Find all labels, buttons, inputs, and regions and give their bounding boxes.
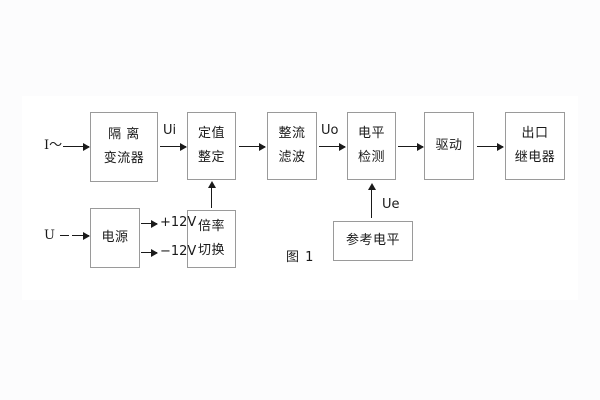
block-reference-level: 参考电平 [333,221,413,261]
block-isolation-ct-line2: 变流器 [103,151,145,166]
block-ratio-switch-line1: 倍率 [197,219,225,235]
block-power-supply: 电源 [90,208,140,268]
arrow-ratio-switch-to-setting [207,181,216,208]
block-level-detect: 电平 检测 [347,112,396,180]
arrow-rail-negative [141,249,158,257]
block-output-relay: 出口 继电器 [505,112,565,180]
arrow-level-to-drive [398,143,424,151]
figure-caption: 图 1 [286,250,315,265]
rail-negative-label: −12V [160,244,197,259]
block-level-detect-line2: 检测 [357,150,385,165]
block-drive-line1: 驱动 [435,138,463,154]
block-setting-value-line1: 定值 [197,126,225,142]
arrow-current-to-isolation [63,143,90,151]
block-rectify-filter: 整流 滤波 [267,112,317,180]
block-ratio-switch: 倍率 切换 [187,210,236,268]
block-ratio-switch-line2: 切换 [197,243,225,258]
signal-label-ui: Ui [163,123,177,138]
block-drive: 驱动 [424,112,474,180]
block-rectify-filter-line2: 滤波 [278,150,306,165]
block-rectify-filter-line1: 整流 [278,126,306,142]
current-input-label: I～ [44,138,63,153]
arrow-drive-to-output-relay [477,143,504,151]
arrow-reference-to-level-detect [367,183,376,218]
block-power-supply-line1: 电源 [101,230,129,246]
block-output-relay-line1: 出口 [521,126,549,142]
block-setting-value-line2: 整定 [197,150,225,165]
background-panel-top [0,0,600,96]
block-setting-value: 定值 整定 [187,112,236,180]
signal-label-ue: Ue [382,197,400,212]
block-level-detect-line1: 电平 [357,126,385,142]
arrow-rectify-to-level [319,143,346,151]
block-isolation-ct: 隔 离 变流器 [90,112,158,182]
background-panel-bottom [0,300,600,400]
signal-label-uo: Uo [321,123,339,138]
arrow-voltage-to-power-supply [72,232,90,240]
background-panel-right [578,0,600,400]
block-isolation-ct-line1: 隔 离 [108,127,140,143]
block-reference-level-line1: 参考电平 [345,233,400,249]
voltage-input-label: U [44,228,55,243]
dash-voltage-input [60,235,69,236]
block-output-relay-line2: 继电器 [514,150,556,165]
rail-positive-label: +12V [160,215,197,230]
arrow-rail-positive [141,220,158,228]
arrow-isolation-to-setting [160,143,187,151]
arrow-setting-to-rectify [239,143,266,151]
